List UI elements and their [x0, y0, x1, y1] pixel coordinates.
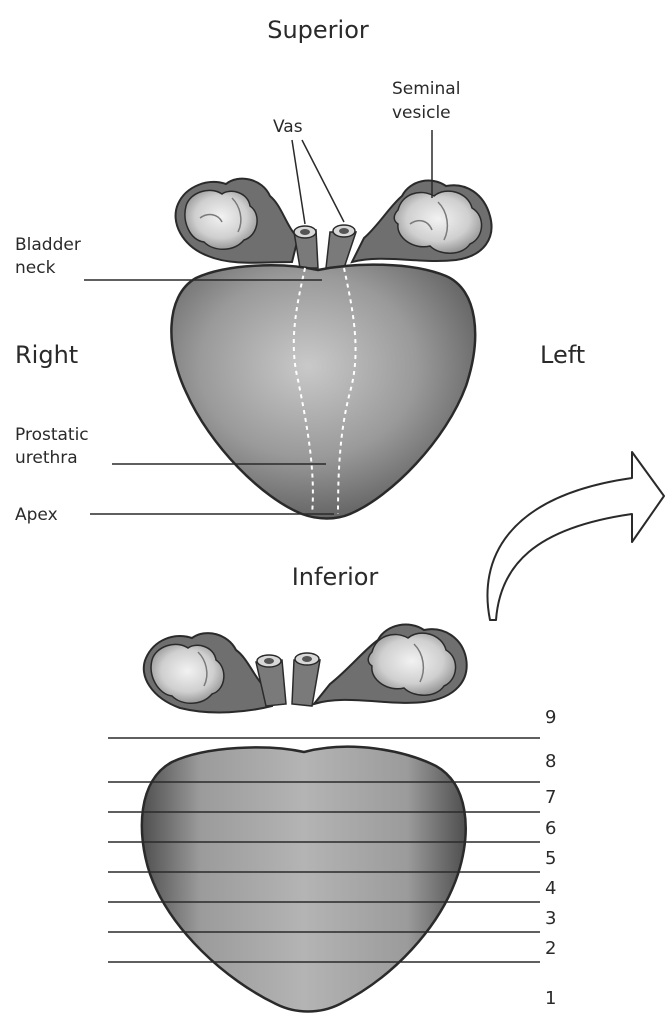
left-seminal-vesicle-bottom [314, 625, 467, 704]
bladder-neck-label-line1: Bladder [15, 235, 81, 255]
apex-label: Apex [15, 505, 58, 525]
vas-label: Vas [273, 117, 303, 137]
bladder-neck-label-line2: neck [15, 258, 56, 278]
vas-deferens-bottom [256, 653, 320, 706]
section-number: 7 [545, 787, 556, 808]
section-number: 6 [545, 818, 556, 839]
section-number: 4 [545, 878, 556, 899]
curved-arrow-icon [487, 452, 664, 620]
seminal-vesicle-label-line2: vesicle [392, 103, 451, 123]
section-number: 9 [545, 707, 556, 728]
section-number: 2 [545, 938, 556, 959]
prostatic-urethra-label-line1: Prostatic [15, 425, 89, 445]
seminal-vesicle-label-line1: Seminal [392, 79, 460, 99]
prostatic-urethra-label-line2: urethra [15, 448, 78, 468]
superior-label: Superior [267, 16, 369, 44]
right-label: Right [15, 341, 78, 369]
vas-deferens [294, 225, 356, 268]
section-numbers: 9 8 7 6 5 4 3 2 1 [545, 707, 556, 1009]
prostate-gland-top [171, 265, 475, 519]
section-number: 1 [545, 988, 556, 1009]
inferior-label: Inferior [292, 563, 379, 591]
right-seminal-vesicle [176, 179, 298, 263]
left-label: Left [540, 341, 585, 369]
left-seminal-vesicle [352, 181, 492, 262]
top-prostate-view [171, 179, 491, 519]
section-number: 5 [545, 848, 556, 869]
prostate-gland-bottom [142, 747, 466, 1012]
right-seminal-vesicle-bottom [144, 633, 272, 712]
bottom-prostate-view [142, 625, 467, 1012]
section-number: 3 [545, 908, 556, 929]
section-number: 8 [545, 751, 556, 772]
